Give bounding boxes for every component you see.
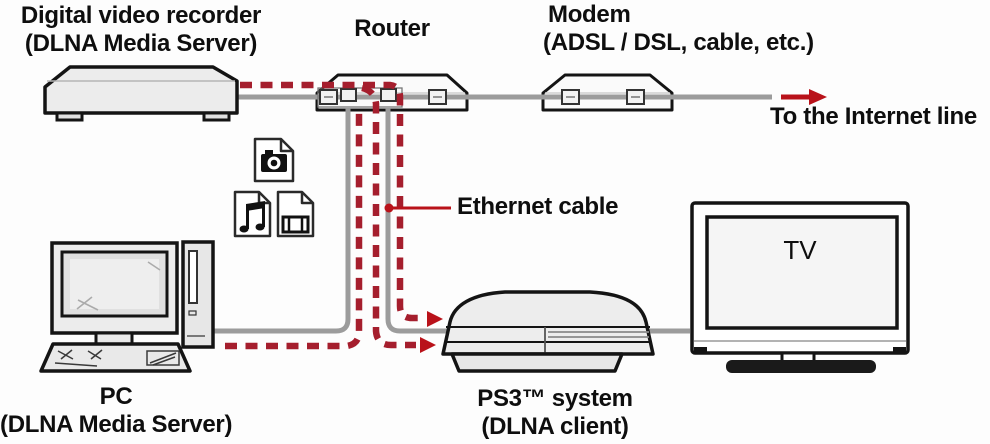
video-file-icon	[276, 190, 315, 238]
pc-device	[39, 240, 215, 373]
ps3-device	[441, 290, 655, 373]
internet-line-label: To the Internet line	[770, 103, 977, 130]
pc-tower	[181, 240, 215, 349]
dvr-device	[43, 65, 239, 122]
device-ports	[317, 87, 645, 108]
internet-arrow-icon	[781, 89, 827, 105]
stream-arrow-to-ps3-icon	[420, 337, 436, 353]
dvr-label: Digital video recorder (DLNA Media Serve…	[8, 2, 274, 58]
stream-arrow-to-ps3-icon	[427, 311, 443, 327]
stream-arrowheads	[420, 311, 443, 353]
pc-monitor	[50, 241, 179, 346]
stream-pc-to-router	[225, 112, 363, 350]
dlna-stream-dashed-lines	[225, 81, 423, 350]
photo-file-icon	[253, 137, 295, 183]
modem-label: Modem (ADSL / DSL, cable, etc.)	[543, 1, 814, 57]
dvr-subtitle: (DLNA Media Server)	[24, 30, 258, 57]
music-file-icon	[233, 190, 272, 238]
pc-keyboard	[39, 342, 192, 373]
pc-title: PC	[99, 383, 133, 410]
media-file-icons	[233, 137, 315, 238]
tv-label: TV	[783, 235, 817, 265]
router-label: Router	[354, 15, 430, 42]
modem-title: Modem	[548, 1, 631, 28]
pc-label: PC (DLNA Media Server)	[0, 383, 232, 439]
modem-subtitle: (ADSL / DSL, cable, etc.)	[543, 29, 814, 56]
ps3-subtitle: (DLNA client)	[481, 413, 629, 440]
ethernet-cable-label: Ethernet cable	[457, 193, 619, 220]
cable-router-to-ps3-tv	[385, 108, 690, 334]
router-port-lan2	[380, 88, 397, 102]
ethernet-cable-pointer	[384, 203, 451, 213]
dvr-title: Digital video recorder	[20, 2, 262, 29]
ps3-label: PS3™ system (DLNA client)	[437, 385, 673, 441]
stream-dvr-to-ps3	[240, 81, 423, 322]
ps3-title: PS3™ system	[477, 385, 633, 412]
tv-stand-base	[726, 360, 876, 373]
tv-device	[690, 201, 910, 373]
cable-pc-to-router	[213, 108, 351, 334]
pc-subtitle: (DLNA Media Server)	[0, 411, 233, 438]
router-port-lan1	[340, 88, 357, 102]
stream-router-branch-to-ps3	[361, 84, 416, 349]
